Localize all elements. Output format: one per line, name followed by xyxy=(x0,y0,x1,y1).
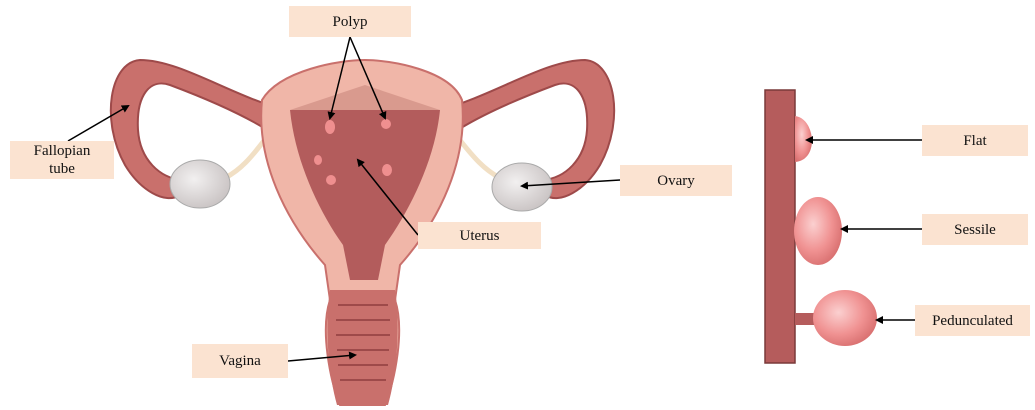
pedunculated-label: Pedunculated xyxy=(915,305,1030,336)
fallopian-tube-label-line1: Fallopian xyxy=(34,142,91,160)
vagina-label: Vagina xyxy=(192,344,288,378)
flat-label: Flat xyxy=(922,125,1028,156)
ovary-left xyxy=(170,160,230,208)
uterus-label: Uterus xyxy=(418,222,541,249)
fallopian-tube-label: Fallopian tube xyxy=(10,141,114,179)
fallopian-tube-label-line2: tube xyxy=(49,160,75,178)
endometrial-wall xyxy=(765,90,795,363)
sessile-label: Sessile xyxy=(922,214,1028,245)
polyp-label: Polyp xyxy=(289,6,411,37)
ovary-right xyxy=(492,163,552,211)
flat-polyp xyxy=(795,116,812,162)
sessile-polyp xyxy=(794,197,842,265)
ovary-label: Ovary xyxy=(620,165,732,196)
pedunculated-polyp xyxy=(813,290,877,346)
